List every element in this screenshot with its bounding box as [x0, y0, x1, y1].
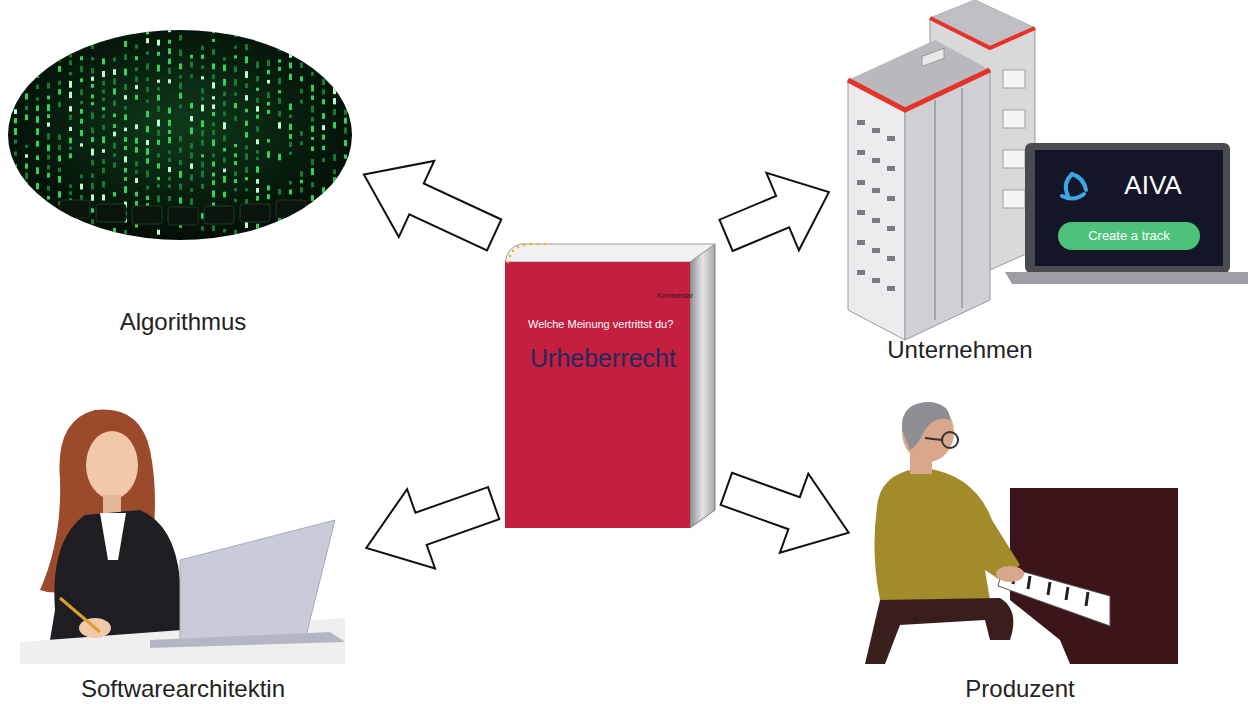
- node-caption: Unternehmen: [887, 336, 1032, 365]
- book: [505, 243, 715, 528]
- pianist-figure: [865, 402, 1178, 664]
- block-arrow: [366, 487, 499, 568]
- laptop-screen: AIVA Create a track: [1035, 150, 1223, 266]
- book-subtitle: Welche Meinung vertrittst du?: [528, 318, 673, 331]
- book-series: Kommentar: [657, 292, 693, 300]
- create-button: Create a track: [1058, 222, 1200, 250]
- block-arrow: [720, 173, 829, 251]
- producer-node: Produzent: [860, 400, 1180, 704]
- block-arrow: [364, 161, 501, 251]
- company-node: Unternehmen AIVA Create a track: [840, 5, 1245, 370]
- office-building: [848, 0, 1035, 340]
- book-title: Urheberrecht: [530, 343, 676, 373]
- matrix-picture: [8, 25, 352, 240]
- node-caption: Softwarearchitektin: [81, 675, 285, 704]
- book-node: KommentarWelche Meinung vertrittst du? Ur…: [505, 240, 715, 528]
- woman-figure: [20, 410, 345, 665]
- node-caption: Produzent: [965, 675, 1074, 704]
- algorithm-node: Algorithmus: [8, 30, 353, 340]
- node-caption: Algorithmus: [120, 308, 247, 337]
- block-arrow: [721, 473, 849, 553]
- architect-node: Softwarearchitektin: [10, 400, 355, 704]
- laptop: [1005, 143, 1248, 284]
- app-name: AIVA: [1124, 170, 1181, 201]
